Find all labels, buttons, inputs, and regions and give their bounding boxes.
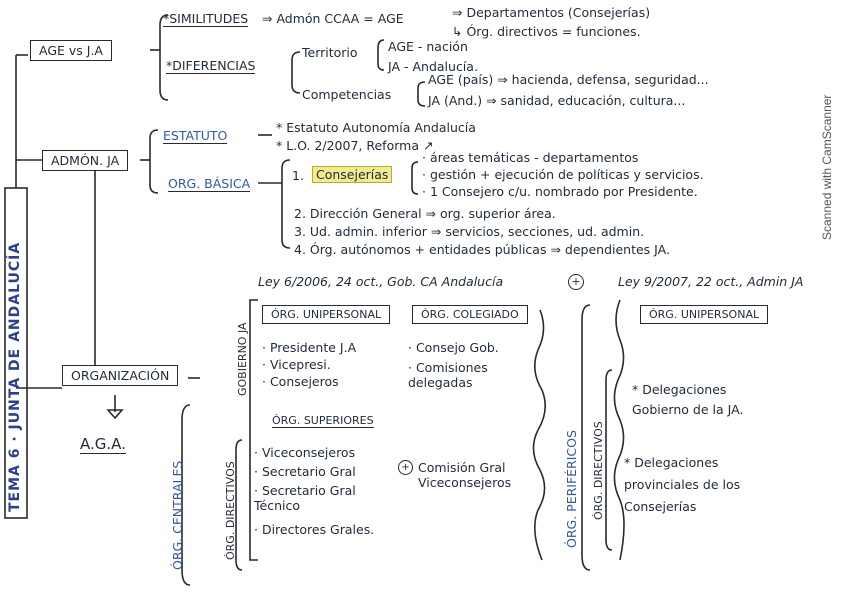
org-basica-item4: 4. Órg. autónomos + entidades públicas ⇒… xyxy=(294,242,670,257)
node-organizacion: ORGANIZACIÓN xyxy=(62,365,179,386)
gobierno-colegiado-header: ÓRG. COLEGIADO xyxy=(412,305,528,324)
diferencias-terr-age: AGE - nación xyxy=(388,39,468,54)
gobierno-side-label: GOBIERNO JA xyxy=(236,322,249,396)
gobierno-col-item: · Consejo Gob. xyxy=(408,340,499,355)
similitudes-label: *SIMILITUDES xyxy=(163,11,249,27)
org-basica-item3: 3. Ud. admin. inferior ⇒ servicios, secc… xyxy=(294,224,645,239)
org-basica-item1: Consejerías xyxy=(312,166,393,183)
diferencias-territorio: Territorio xyxy=(302,45,358,60)
centrales-superiores-header: ÓRG. SUPERIORES xyxy=(272,414,374,428)
diferencias-label: *DIFERENCIAS xyxy=(166,58,256,74)
perifericos-item2: * Delegaciones provinciales de los Conse… xyxy=(624,455,741,514)
gobierno-uni-item: · Vicepresi. xyxy=(262,357,331,372)
scanner-watermark: Scanned with CamScanner xyxy=(820,94,834,240)
org-basica-label: ORG. BÁSICA xyxy=(168,176,251,192)
centrales-item: · Secretario Gral Técnico xyxy=(254,483,356,513)
estatuto-line1: * Estatuto Autonomía Andalucía xyxy=(276,120,476,135)
perifericos-item1: * Delegaciones Gobierno de la JA. xyxy=(632,382,744,417)
gobierno-uni-item: · Consejeros xyxy=(262,374,339,389)
similitudes-arrow: ⇒ Admón CCAA = AGE xyxy=(262,11,404,26)
ley-1: Ley 6/2006, 24 oct., Gob. CA Andalucía xyxy=(258,274,504,289)
estatuto-label: ESTATUTO xyxy=(163,128,228,144)
gobierno-unipersonal-header: ÓRG. UNIPERSONAL xyxy=(262,305,391,324)
org-basica-sub2: · gestión + ejecución de políticas y ser… xyxy=(422,167,704,182)
node-admon-ja: ADMÓN. JA xyxy=(42,150,129,171)
centrales-directivos-label: ÓRG. DIRECTIVOS xyxy=(224,461,237,560)
comision-plus: + xyxy=(398,460,413,475)
plus-circle: + xyxy=(568,274,584,290)
perifericos-side-label: ÓRG. PERIFÉRICOS xyxy=(564,430,579,548)
org-basica-item2: 2. Dirección General ⇒ org. superior áre… xyxy=(294,206,556,221)
org-basica-sub3: · 1 Consejero c/u. nombrado por Presiden… xyxy=(422,184,698,199)
centrales-item: · Viceconsejeros xyxy=(254,445,356,460)
estatuto-line2: * L.O. 2/2007, Reforma ↗ xyxy=(276,138,434,153)
diferencias-comp-age: AGE (país) ⇒ hacienda, defensa, segurida… xyxy=(428,72,709,87)
comision-gral: Comisión Gral Viceconsejeros xyxy=(418,460,512,490)
diferencias-terr-ja: JA - Andalucía. xyxy=(388,59,478,74)
org-basica-sub1: · áreas temáticas - departamentos xyxy=(422,150,639,165)
perifericos-unipersonal-header: ÓRG. UNIPERSONAL xyxy=(640,305,769,324)
centrales-item: · Secretario Gral xyxy=(254,464,356,479)
perifericos-directivos-label: ÓRG. DIRECTIVOS xyxy=(592,421,605,520)
centrales-item: · Directores Grales. xyxy=(254,522,375,537)
centrales-side-label: ÓRG. CENTRALES xyxy=(170,460,185,570)
ley-2: Ley 9/2007, 22 oct., Admin JA xyxy=(618,274,804,289)
similitudes-line1: ⇒ Departamentos (Consejerías) xyxy=(452,5,651,20)
diferencias-comp-ja: JA (And.) ⇒ sanidad, educación, cultura.… xyxy=(428,93,686,108)
node-aga: A.G.A. xyxy=(80,435,126,454)
node-age-vs-ja: AGE vs J.A xyxy=(30,40,112,61)
gobierno-col-item: · Comisiones delegadas xyxy=(408,360,488,390)
diferencias-competencias: Competencias xyxy=(302,87,392,102)
similitudes-line2: ↳ Órg. directivos = funciones. xyxy=(452,24,641,39)
org-basica-item1-num: 1. xyxy=(292,168,304,183)
gobierno-uni-item: · Presidente J.A xyxy=(262,340,357,355)
tema-title: TEMA 6 · JUNTA DE ANDALUCÍA xyxy=(7,241,23,512)
